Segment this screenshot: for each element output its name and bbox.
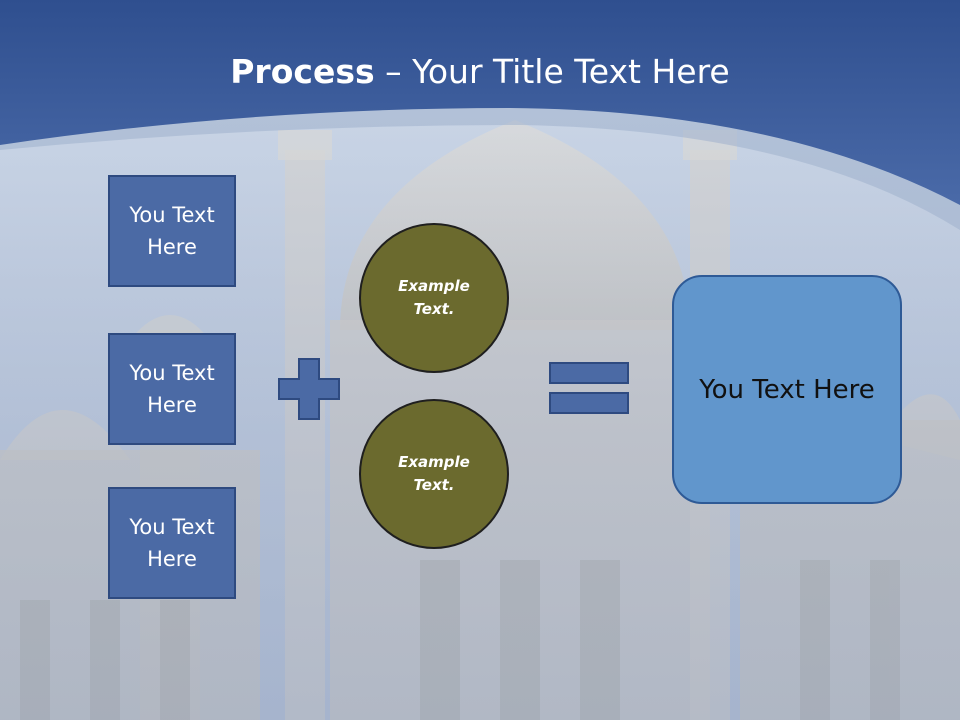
- example-circle-1-label: Example Text.: [398, 277, 470, 318]
- header-band: [0, 0, 960, 230]
- example-circle-2-label: Example Text.: [398, 453, 470, 494]
- input-box-1[interactable]: You Text Here: [108, 175, 236, 287]
- input-box-2-label: You Text Here: [129, 361, 215, 417]
- result-box-label: You Text Here: [699, 374, 875, 405]
- plus-icon: [278, 358, 340, 420]
- title-bold: Process: [230, 52, 375, 91]
- example-circle-2[interactable]: Example Text.: [359, 399, 509, 549]
- example-circle-1[interactable]: Example Text.: [359, 223, 509, 373]
- input-box-3[interactable]: You Text Here: [108, 487, 236, 599]
- title-rest: – Your Title Text Here: [374, 52, 730, 91]
- input-box-3-label: You Text Here: [129, 515, 215, 571]
- input-box-2[interactable]: You Text Here: [108, 333, 236, 445]
- result-box[interactable]: You Text Here: [672, 275, 902, 504]
- slide-title: Process – Your Title Text Here: [0, 52, 960, 91]
- input-box-1-label: You Text Here: [129, 203, 215, 259]
- equals-icon: [549, 362, 629, 414]
